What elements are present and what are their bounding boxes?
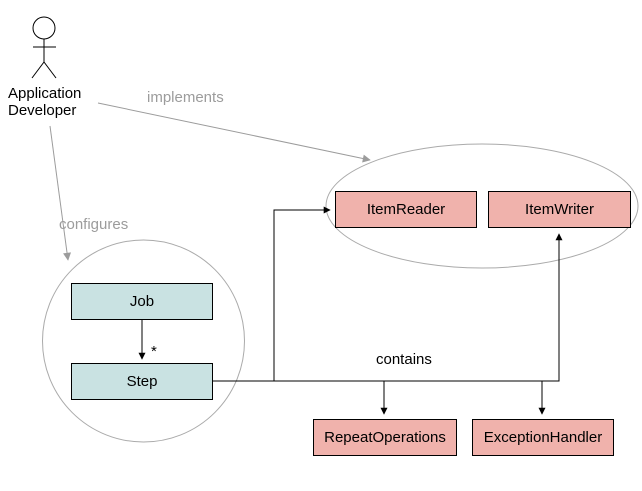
actor-label: Application Developer — [8, 85, 81, 119]
node-exception-handler: ExceptionHandler — [472, 419, 614, 456]
node-step: Step — [71, 363, 213, 400]
implements-arrow — [97, 102, 371, 163]
node-repeat-operations-label: RepeatOperations — [324, 429, 446, 446]
node-repeat-operations: RepeatOperations — [313, 419, 457, 456]
node-job: Job — [71, 283, 213, 320]
contains-label: contains — [376, 351, 432, 368]
node-exception-handler-label: ExceptionHandler — [483, 429, 603, 446]
node-item-reader: ItemReader — [335, 191, 477, 228]
node-item-writer: ItemWriter — [488, 191, 631, 228]
step-to-itemreader-arrow — [273, 206, 331, 381]
implements-label: implements — [147, 89, 224, 106]
strategy-grouping-ellipse — [325, 143, 639, 269]
node-item-reader-label: ItemReader — [366, 201, 446, 218]
actor-label-line1: Application — [8, 85, 82, 102]
node-step-label: Step — [126, 373, 158, 390]
node-item-writer-label: ItemWriter — [525, 201, 594, 218]
configures-label: configures — [59, 216, 129, 233]
node-job-label: Job — [129, 293, 155, 310]
actor-person-icon — [31, 16, 57, 79]
configures-arrow — [49, 125, 72, 261]
actor-label-line2: Developer — [8, 102, 77, 119]
core-grouping-circle — [42, 239, 245, 443]
multiplicity-star-label: * — [151, 343, 157, 360]
step-to-itemwriter-arrow — [213, 233, 563, 382]
